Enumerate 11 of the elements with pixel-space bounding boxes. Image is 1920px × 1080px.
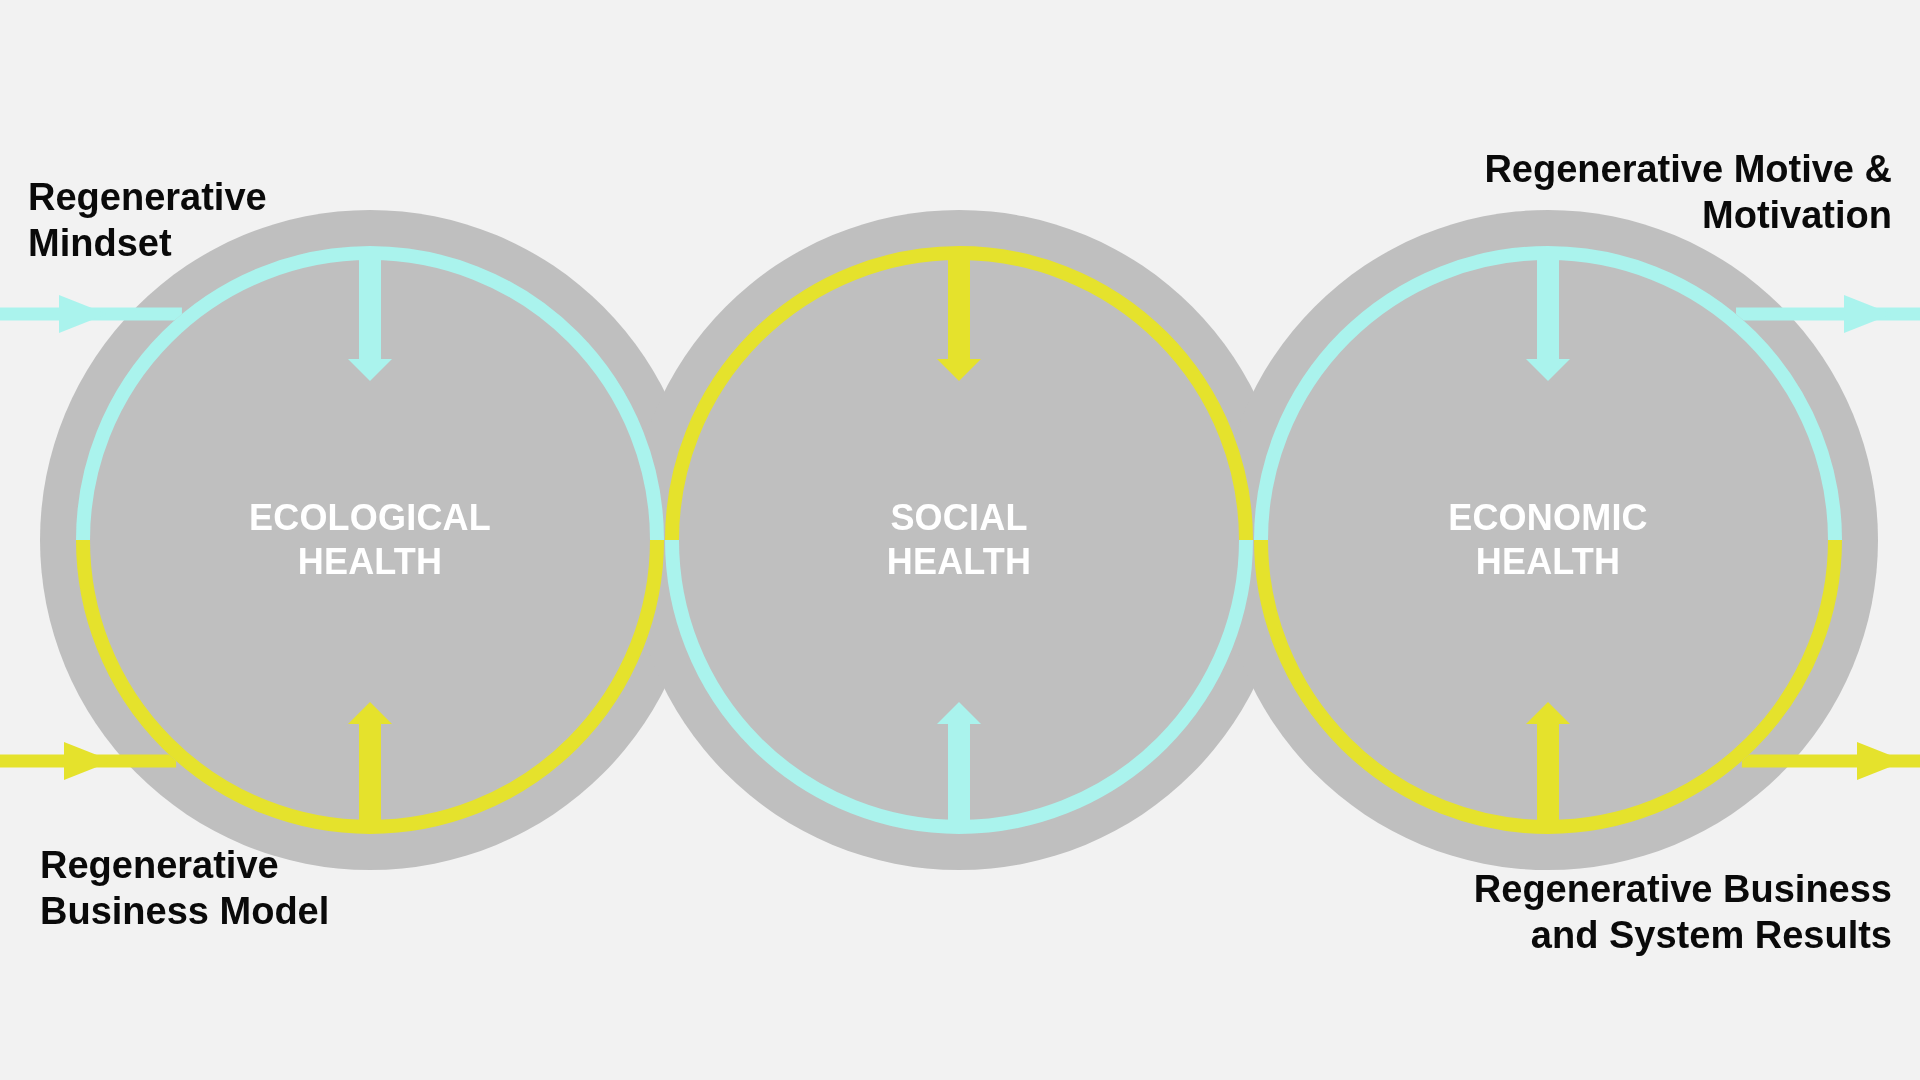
edge-label: Regenerative Business and System Results — [1472, 867, 1892, 958]
arrow — [0, 295, 182, 333]
arrow — [0, 742, 177, 780]
edge-label: Regenerative Business Model — [40, 843, 331, 934]
circle-label: ECOLOGICAL HEALTH — [248, 496, 492, 584]
circle-label: SOCIAL HEALTH — [885, 496, 1033, 584]
arrow — [1736, 295, 1920, 333]
arrow — [1741, 742, 1920, 780]
edge-label: Regenerative Mindset — [28, 175, 268, 266]
edge-label: Regenerative Motive & Motivation — [1483, 147, 1892, 238]
circle-label: ECONOMIC HEALTH — [1447, 496, 1649, 584]
